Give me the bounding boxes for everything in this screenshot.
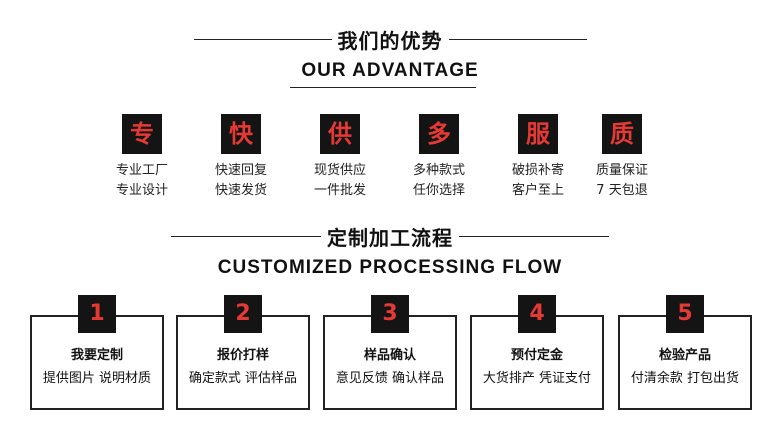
- advantage-line-1: 质量保证: [595, 163, 648, 178]
- process-step-number: 1: [78, 295, 116, 333]
- process-step-number: 4: [518, 295, 556, 333]
- advantage-item-variety: 多 多种款式 任你选择: [384, 114, 494, 201]
- process-step-title: 样品确认: [363, 348, 416, 363]
- title-rule-left: [171, 235, 321, 237]
- process-title-cn: 定制加工流程: [327, 225, 453, 250]
- process-step-title: 检验产品: [658, 348, 711, 363]
- advantage-item-quality: 质 质量保证 7 天包退: [567, 114, 677, 201]
- advantage-title-en: OUR ADVANTAGE: [301, 60, 479, 81]
- process-step-desc: 意见反馈 确认样品: [335, 371, 445, 386]
- advantage-icon-tile: 服: [518, 114, 558, 154]
- advantage-title-cn: 我们的优势: [337, 28, 443, 53]
- process-title-en: CUSTOMIZED PROCESSING FLOW: [217, 257, 563, 278]
- advantage-icon-tile: 多: [419, 114, 459, 154]
- advantage-line-1: 快速回复: [214, 163, 267, 178]
- process-step-title: 报价打样: [216, 348, 269, 363]
- advantage-title-row: 我们的优势: [0, 26, 780, 53]
- process-step-card: 检验产品 付清余款 打包出货: [618, 315, 752, 410]
- advantage-item-service: 服 破损补寄 客户至上: [483, 114, 593, 201]
- process-step-title: 预付定金: [510, 348, 563, 363]
- advantage-line-2: 7 天包退: [596, 183, 648, 198]
- process-step-title: 我要定制: [70, 348, 123, 363]
- title-rule-right: [459, 235, 609, 237]
- advantage-line-2: 任你选择: [412, 183, 465, 198]
- advantage-line-1: 多种款式: [412, 163, 465, 178]
- advantage-icon-tile: 质: [602, 114, 642, 154]
- process-step-desc: 大货排产 凭证支付: [482, 371, 592, 386]
- advantage-title-underline: [290, 87, 476, 88]
- advantage-item-fast: 快 快速回复 快速发货: [186, 114, 296, 201]
- process-step-number: 3: [371, 295, 409, 333]
- advantage-line-1: 专业工厂: [115, 163, 168, 178]
- title-rule-right: [448, 38, 587, 40]
- advantage-icon-tile: 专: [122, 114, 162, 154]
- advantage-line-2: 快速发货: [214, 183, 267, 198]
- process-title-row: 定制加工流程: [0, 223, 780, 250]
- advantage-line-2: 一件批发: [313, 183, 366, 198]
- advantage-icon-tile: 供: [320, 114, 360, 154]
- advantage-line-1: 现货供应: [313, 163, 366, 178]
- process-step-desc: 确定款式 评估样品: [188, 371, 298, 386]
- process-step-number: 5: [666, 295, 704, 333]
- advantage-icon-tile: 快: [221, 114, 261, 154]
- advantage-item-supply: 供 现货供应 一件批发: [285, 114, 395, 201]
- process-step-desc: 付清余款 打包出货: [630, 371, 740, 386]
- process-step-card: 我要定制 提供图片 说明材质: [30, 315, 164, 410]
- title-rule-left: [193, 38, 332, 40]
- process-step-desc: 提供图片 说明材质: [42, 371, 152, 386]
- advantage-line-1: 破损补寄: [511, 163, 564, 178]
- advantage-item-professional: 专 专业工厂 专业设计: [87, 114, 197, 201]
- advantage-line-2: 客户至上: [511, 183, 564, 198]
- advantage-line-2: 专业设计: [115, 183, 168, 198]
- process-step-number: 2: [224, 295, 262, 333]
